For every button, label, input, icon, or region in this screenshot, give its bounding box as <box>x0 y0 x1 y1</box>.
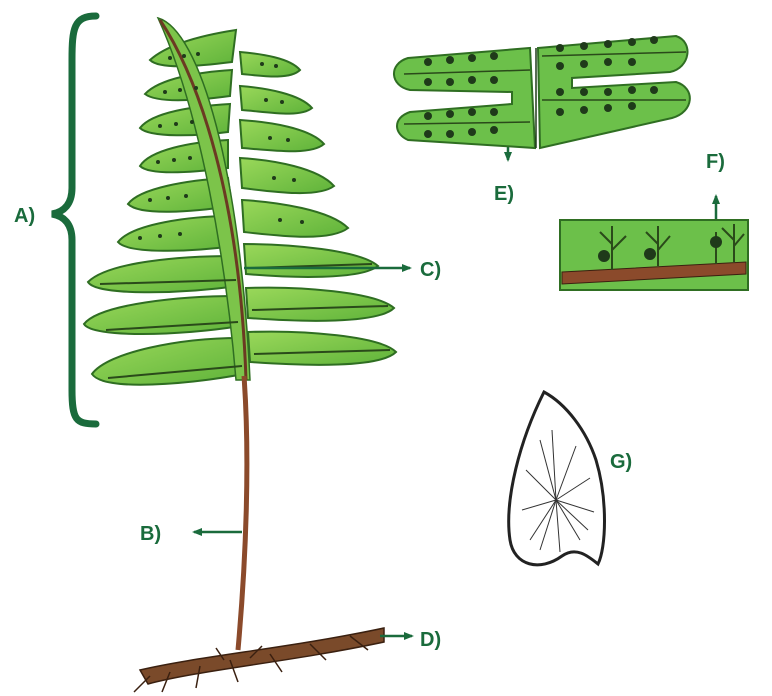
fern-frond <box>84 18 396 385</box>
pinna-sori-inset <box>394 36 690 148</box>
frond-brace <box>52 16 96 424</box>
label-f: F) <box>706 151 725 173</box>
frond-pinnae-right <box>240 52 396 365</box>
label-d: D) <box>420 629 441 651</box>
label-g: G) <box>610 451 632 473</box>
fern-stipe <box>238 376 247 650</box>
scale-inset <box>509 392 605 565</box>
fern-rhizome <box>134 628 384 692</box>
label-a: A) <box>14 205 35 227</box>
label-e: E) <box>494 183 514 205</box>
label-c: C) <box>420 259 441 281</box>
label-b: B) <box>140 523 161 545</box>
sporangia-section-inset <box>560 220 748 290</box>
